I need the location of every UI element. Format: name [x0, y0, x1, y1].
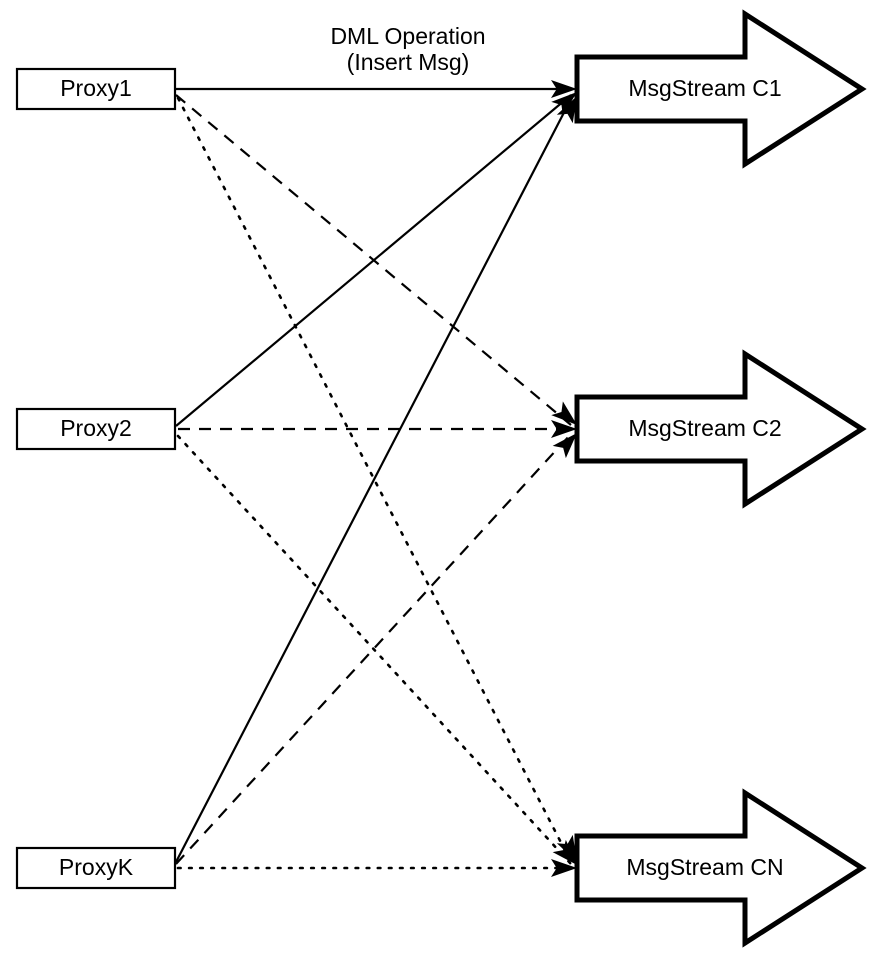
- proxy2-box: [15, 407, 177, 451]
- msgstream-c2[interactable]: MsgStream C2: [574, 349, 867, 509]
- edge-caption-group: DML Operation (Insert Msg): [330, 23, 485, 75]
- edge-proxyk-c2: [175, 433, 572, 865]
- proxy2-node[interactable]: Proxy2: [15, 407, 177, 451]
- edge-proxy1-cn: [176, 96, 573, 864]
- msgstream-cn-shape: [574, 788, 867, 948]
- arrowhead-c1-from-proxy1: [551, 80, 577, 98]
- msgstream-c1-label: MsgStream C1: [628, 75, 781, 101]
- proxyk-label: ProxyK: [59, 854, 134, 880]
- proxy2-label: Proxy2: [60, 415, 132, 441]
- arrowhead-c1-from-proxy2: [551, 92, 577, 116]
- msgstream-cn[interactable]: MsgStream CN: [574, 788, 867, 948]
- arrowhead-c2-from-proxy1: [551, 401, 577, 425]
- proxyk-node[interactable]: ProxyK: [15, 846, 177, 890]
- arrowhead-cn-from-proxyk: [551, 859, 577, 877]
- msgstream-c1[interactable]: MsgStream C1: [574, 9, 867, 169]
- arrowhead-c2-from-proxy2: [551, 420, 577, 438]
- proxy1-label: Proxy1: [60, 75, 132, 101]
- msgstream-c2-label: MsgStream C2: [628, 415, 781, 441]
- edge-caption-line-2: (Insert Msg): [347, 49, 470, 75]
- edge-caption-line-1: DML Operation: [330, 23, 485, 49]
- arrowhead-c2-from-proxyk: [552, 433, 577, 459]
- proxyk-box: [15, 846, 177, 890]
- arrowheads-layer: [551, 80, 577, 877]
- arrowhead-cn-from-proxy2: [552, 839, 577, 865]
- msgstream-nodes-layer: MsgStream C1 MsgStream C2 MsgStream CN: [574, 9, 867, 948]
- edge-proxy2-c1: [175, 94, 572, 427]
- edges-layer: [175, 87, 573, 870]
- edge-proxyk-c1: [175, 98, 572, 863]
- msgstream-cn-label: MsgStream CN: [626, 854, 783, 880]
- edge-proxy2-cn: [176, 434, 573, 866]
- msgstream-c1-shape: [574, 9, 867, 169]
- msgstream-c2-shape: [574, 349, 867, 509]
- proxy1-node[interactable]: Proxy1: [15, 67, 177, 111]
- arrowhead-c1-from-proxyk: [556, 96, 577, 124]
- proxy1-box: [15, 67, 177, 111]
